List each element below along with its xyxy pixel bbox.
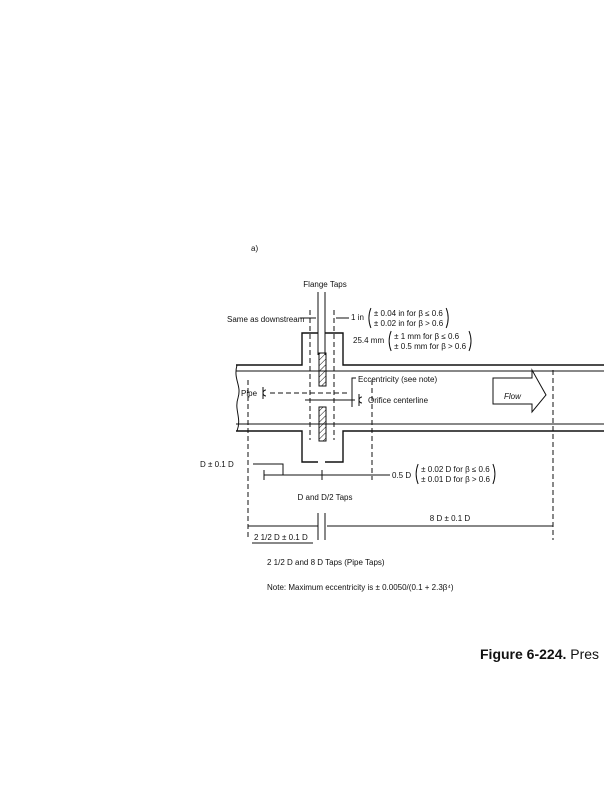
eight-d-label: 8 D ± 0.1 D (430, 514, 471, 523)
pipe-label: Pipe (241, 389, 258, 398)
brace-left (415, 463, 419, 485)
brace-right (445, 307, 449, 329)
centerline-icon (262, 387, 267, 399)
figure-number: Figure 6-224. (480, 646, 567, 662)
panel-label: a) (251, 244, 258, 253)
flow-arrow-icon (492, 368, 547, 414)
centerline-icon (358, 394, 363, 406)
half-d-tol-2: ± 0.01 D for β > 0.6 (421, 475, 490, 484)
half-d-value: 0.5 D (392, 471, 411, 480)
same-as-downstream-label: Same as downstream (227, 315, 305, 324)
flange-taps-label: Flange Taps (303, 280, 346, 289)
upper-pipe-wall (236, 332, 604, 366)
pipe-taps-label: 2 1/2 D and 8 D Taps (Pipe Taps) (267, 558, 385, 567)
two-half-d-label: 2 1/2 D ± 0.1 D (254, 533, 308, 542)
brace-left (388, 330, 392, 352)
d-tol-label: D ± 0.1 D (200, 460, 234, 469)
orifice-plate-lower (318, 406, 327, 442)
mm-tol-1: ± 1 mm for β ≤ 0.6 (394, 332, 460, 341)
d-taps-label: D and D/2 Taps (298, 493, 353, 502)
eccentricity-leader (351, 377, 356, 407)
note-text: Note: Maximum eccentricity is ± 0.0050/(… (267, 583, 454, 592)
orifice-plate-upper (318, 352, 327, 387)
mm-tol-2: ± 0.5 mm for β > 0.6 (394, 342, 466, 351)
orifice-centerline-label: Orifice centerline (368, 396, 429, 405)
half-d-tol-1: ± 0.02 D for β ≤ 0.6 (421, 465, 490, 474)
brace-left (368, 307, 372, 329)
inch-tol-2: ± 0.02 in for β > 0.6 (374, 319, 444, 328)
pipe-break (235, 364, 240, 432)
d-leader (253, 463, 284, 475)
brace-right (468, 330, 472, 352)
figure-caption: Figure 6-224. Pres (480, 646, 599, 662)
eccentricity-label: Eccentricity (see note) (358, 375, 437, 384)
flow-label: Flow (504, 392, 522, 401)
brace-right (492, 463, 496, 485)
figure-caption-text: Pres (570, 646, 600, 662)
inch-tol-1: ± 0.04 in for β ≤ 0.6 (374, 309, 444, 318)
mm-value: 25.4 mm (353, 336, 384, 345)
inch-value: 1 in (351, 313, 364, 322)
lower-pipe-wall (236, 430, 604, 463)
